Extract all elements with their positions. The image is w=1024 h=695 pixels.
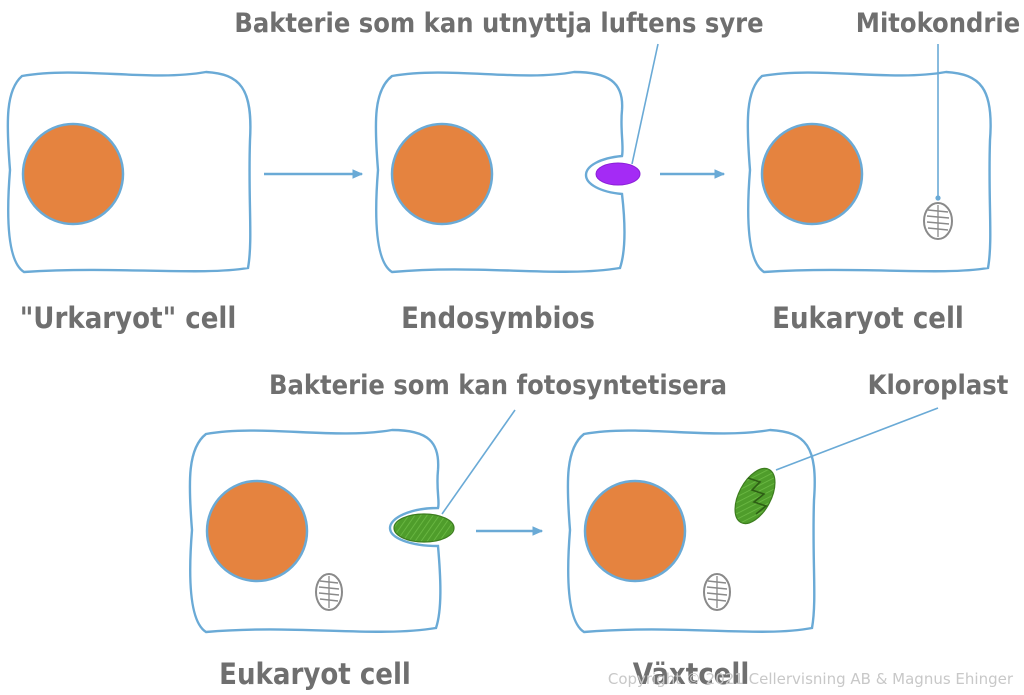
caption-plant-cell: Växtcell bbox=[633, 657, 750, 691]
caption-eukaryote-cell-bottom: Eukaryot cell bbox=[219, 657, 411, 691]
bacterium-icon bbox=[595, 162, 641, 186]
caption-endosymbios: Endosymbios bbox=[401, 301, 595, 335]
eukaryote-cell-bottom bbox=[188, 428, 455, 634]
plant-cell bbox=[566, 428, 816, 634]
chloroplast-icon bbox=[734, 467, 776, 525]
callout-pointer bbox=[775, 407, 939, 471]
callout-chloroplast: Kloroplast bbox=[868, 370, 1009, 401]
eukaryote-cell-top bbox=[746, 70, 992, 274]
callout-aerobic-bacterium: Bakterie som kan utnyttja luftens syre bbox=[234, 8, 763, 39]
mitochondrion-icon bbox=[703, 573, 731, 611]
mitochondrion-icon bbox=[315, 573, 343, 611]
nucleus bbox=[21, 122, 125, 226]
callout-pointer bbox=[441, 409, 516, 515]
nucleus bbox=[205, 479, 309, 583]
chloroplast-icon bbox=[393, 513, 455, 543]
caption-urkaryot-cell: "Urkaryot" cell bbox=[20, 301, 237, 335]
nucleus bbox=[390, 122, 494, 226]
urkaryot-cell bbox=[6, 70, 252, 274]
callout-dot bbox=[935, 195, 941, 201]
mitochondrion-icon bbox=[923, 202, 953, 240]
caption-eukaryote-cell-top: Eukaryot cell bbox=[772, 301, 964, 335]
copyright-notice: Copyright © 2021 Cellervisning AB & Magn… bbox=[608, 670, 1014, 688]
nucleus bbox=[760, 122, 864, 226]
nucleus bbox=[583, 479, 687, 583]
callout-pointer bbox=[631, 43, 659, 165]
callout-photosynthetic-bacterium: Bakterie som kan fotosyntetisera bbox=[269, 370, 727, 401]
endosymbiosis-cell bbox=[374, 70, 641, 274]
callout-mitochondrion: Mitokondrie bbox=[856, 8, 1020, 39]
